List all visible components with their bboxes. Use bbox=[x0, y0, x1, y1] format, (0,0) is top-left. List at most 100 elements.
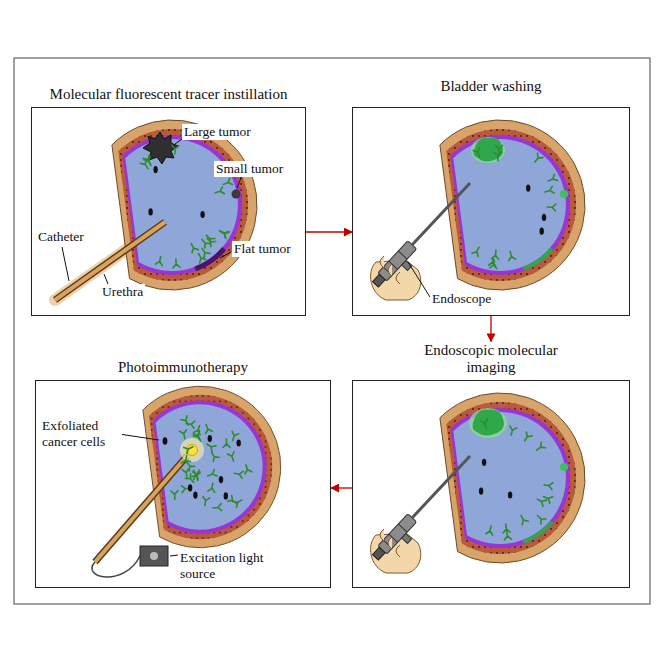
cancer-cell bbox=[508, 491, 512, 498]
cancer-cell bbox=[193, 492, 197, 499]
cancer-cell bbox=[219, 476, 223, 483]
cancer-cell bbox=[208, 435, 212, 442]
leader-line bbox=[220, 252, 231, 258]
cancer-cell bbox=[224, 492, 228, 499]
antibody bbox=[227, 452, 236, 462]
antibody bbox=[535, 513, 546, 524]
cancer-cell bbox=[153, 166, 157, 173]
antibody bbox=[542, 493, 553, 503]
antibody bbox=[518, 514, 528, 525]
antibody bbox=[193, 432, 204, 443]
antibody bbox=[180, 430, 189, 440]
leader-line bbox=[175, 139, 182, 144]
light-source bbox=[140, 546, 168, 566]
cancer-cell bbox=[479, 488, 483, 495]
antibody bbox=[544, 186, 554, 195]
part-label: Large tumor bbox=[182, 124, 253, 140]
antibody bbox=[203, 423, 212, 433]
leader-line bbox=[104, 274, 108, 284]
antibody bbox=[507, 251, 516, 261]
process-panel: Bladder washing bbox=[352, 78, 630, 316]
flow-arrow bbox=[331, 487, 352, 488]
bladder bbox=[143, 386, 281, 547]
panel-frame bbox=[352, 380, 630, 588]
cancer-cell bbox=[482, 459, 486, 466]
part-label: Excitation light source bbox=[178, 550, 266, 581]
antibody bbox=[205, 441, 216, 452]
antibody bbox=[213, 504, 222, 512]
process-panel: Endoscopic molecular imaging bbox=[352, 342, 630, 589]
antibody bbox=[171, 145, 178, 154]
antibody bbox=[522, 432, 533, 443]
fluorescent-tumor bbox=[471, 137, 568, 269]
leader-line bbox=[408, 262, 430, 297]
fluorescent-tumor bbox=[469, 408, 568, 542]
antibody bbox=[496, 145, 503, 154]
antibody bbox=[179, 456, 190, 466]
antibody bbox=[184, 444, 195, 454]
panel-frame bbox=[352, 107, 630, 316]
antibody bbox=[494, 152, 501, 161]
antibody bbox=[502, 524, 510, 533]
leader-line bbox=[119, 434, 159, 440]
antibody bbox=[473, 148, 483, 159]
antibody bbox=[532, 153, 543, 164]
bladder bbox=[440, 120, 585, 290]
antibody bbox=[481, 419, 490, 429]
antibody bbox=[535, 442, 546, 453]
antibody bbox=[223, 439, 230, 448]
antibody bbox=[171, 491, 178, 500]
endoscope bbox=[371, 456, 470, 573]
antibody bbox=[490, 259, 498, 268]
outer-frame bbox=[14, 58, 650, 604]
antibody bbox=[547, 174, 558, 184]
cancer-cell bbox=[526, 185, 530, 192]
antibody bbox=[544, 481, 553, 489]
antibody bbox=[194, 424, 203, 434]
antibody bbox=[143, 155, 153, 166]
antibody bbox=[547, 204, 556, 211]
leader-line bbox=[62, 247, 69, 281]
antibody bbox=[228, 496, 239, 507]
cancer-cell bbox=[188, 484, 192, 491]
part-label: Small tumor bbox=[214, 161, 285, 177]
antibody bbox=[208, 483, 216, 493]
cancer-cell bbox=[200, 211, 204, 218]
antibody bbox=[209, 450, 220, 461]
antibody bbox=[214, 187, 224, 196]
antibody bbox=[243, 464, 252, 474]
part-label: Catheter bbox=[36, 229, 86, 245]
cancer-cell bbox=[163, 437, 168, 445]
leader-line bbox=[170, 555, 178, 556]
cancer-cell bbox=[148, 208, 152, 215]
flat-tumor bbox=[195, 249, 224, 269]
antibody bbox=[234, 470, 244, 478]
antibody bbox=[155, 256, 164, 266]
light-source-lens bbox=[150, 552, 158, 560]
panel-title: Endoscopic molecular imaging bbox=[411, 342, 571, 377]
process-panel: Molecular fluorescent tracer instillatio… bbox=[31, 86, 306, 316]
panel-title: Bladder washing bbox=[356, 78, 626, 95]
panel-title: Photoimmunotherapy bbox=[38, 359, 328, 376]
part-label: Endoscope bbox=[430, 291, 493, 307]
endoscope bbox=[371, 183, 470, 300]
cancer-cell bbox=[540, 228, 544, 235]
leader-line bbox=[237, 178, 241, 188]
panel-frame bbox=[31, 107, 306, 316]
cancer-cell bbox=[542, 214, 546, 221]
antibody bbox=[206, 470, 217, 480]
antibody bbox=[205, 236, 216, 247]
antibody bbox=[222, 178, 233, 188]
antibody bbox=[472, 246, 482, 257]
bladder bbox=[112, 120, 257, 290]
antibody bbox=[486, 525, 494, 535]
cancer-cell bbox=[237, 439, 241, 446]
bladder bbox=[440, 393, 585, 563]
antibody bbox=[218, 228, 229, 238]
flow-arrow bbox=[490, 316, 491, 342]
antibody bbox=[508, 426, 517, 436]
antibody bbox=[190, 470, 200, 481]
antibody bbox=[172, 259, 180, 268]
panel-title: Molecular fluorescent tracer instillatio… bbox=[34, 86, 304, 103]
flow-arrow bbox=[306, 231, 352, 232]
